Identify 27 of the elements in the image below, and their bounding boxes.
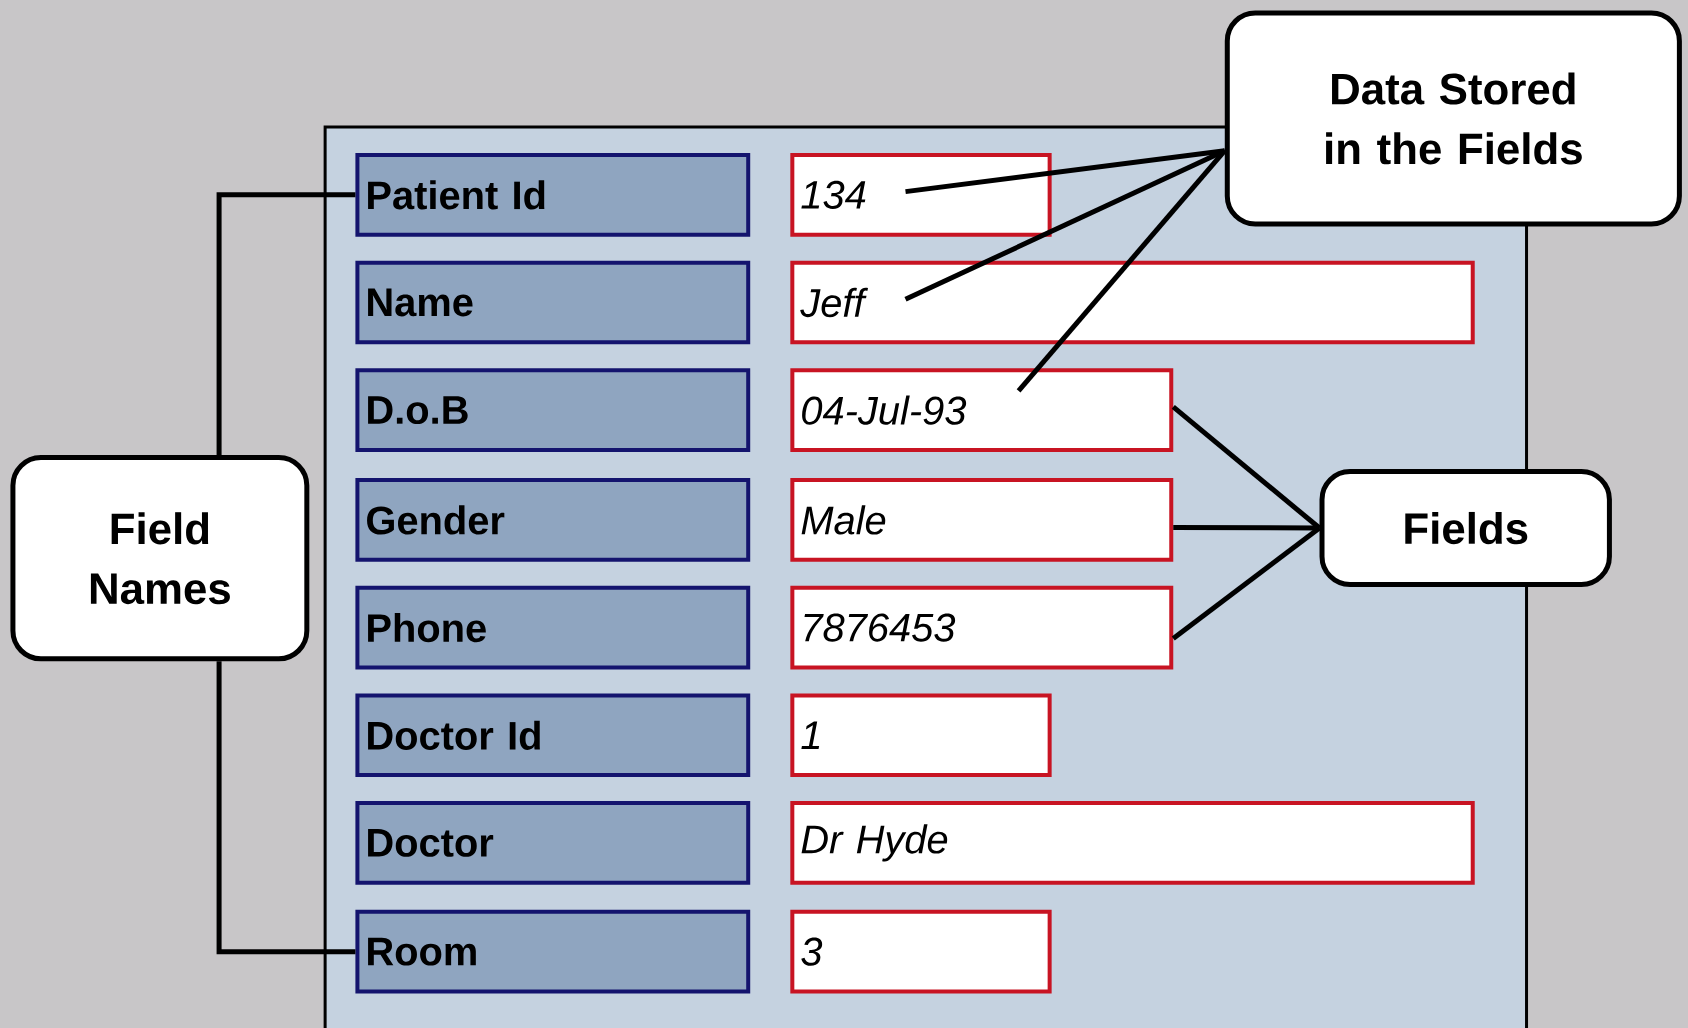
field-name-box: Doctor <box>355 801 751 885</box>
field-name-box: Gender <box>355 478 751 562</box>
leader-line <box>1171 404 1322 530</box>
field-value-box: 3 <box>790 909 1052 994</box>
callout-box: Field Names <box>10 455 310 662</box>
field-name-box: Name <box>355 260 751 345</box>
field-name-box: Room <box>355 909 751 994</box>
field-value-box: Dr Hyde <box>790 801 1475 885</box>
bracket-line <box>216 661 356 955</box>
field-value-box: Jeff <box>790 260 1475 345</box>
field-value-box: Male <box>790 478 1174 562</box>
leader-line <box>1173 524 1320 531</box>
field-name-box: Patient Id <box>355 152 751 237</box>
field-name-box: Doctor Id <box>355 693 751 778</box>
bracket-line <box>216 192 356 455</box>
leader-line <box>905 148 1226 195</box>
field-name-box: Phone <box>355 585 751 670</box>
field-name-box: D.o.B <box>355 368 751 452</box>
leader-line <box>904 148 1226 302</box>
field-value-box: 134 <box>790 152 1052 237</box>
callout-box: Data Stored in the Fields <box>1224 10 1682 227</box>
callout-box: Fields <box>1319 469 1612 587</box>
leader-line <box>1016 149 1227 393</box>
field-value-box: 7876453 <box>790 585 1174 670</box>
leader-line <box>1171 526 1321 641</box>
field-value-box: 1 <box>790 693 1052 778</box>
field-value-box: 04-Jul-93 <box>790 368 1174 452</box>
